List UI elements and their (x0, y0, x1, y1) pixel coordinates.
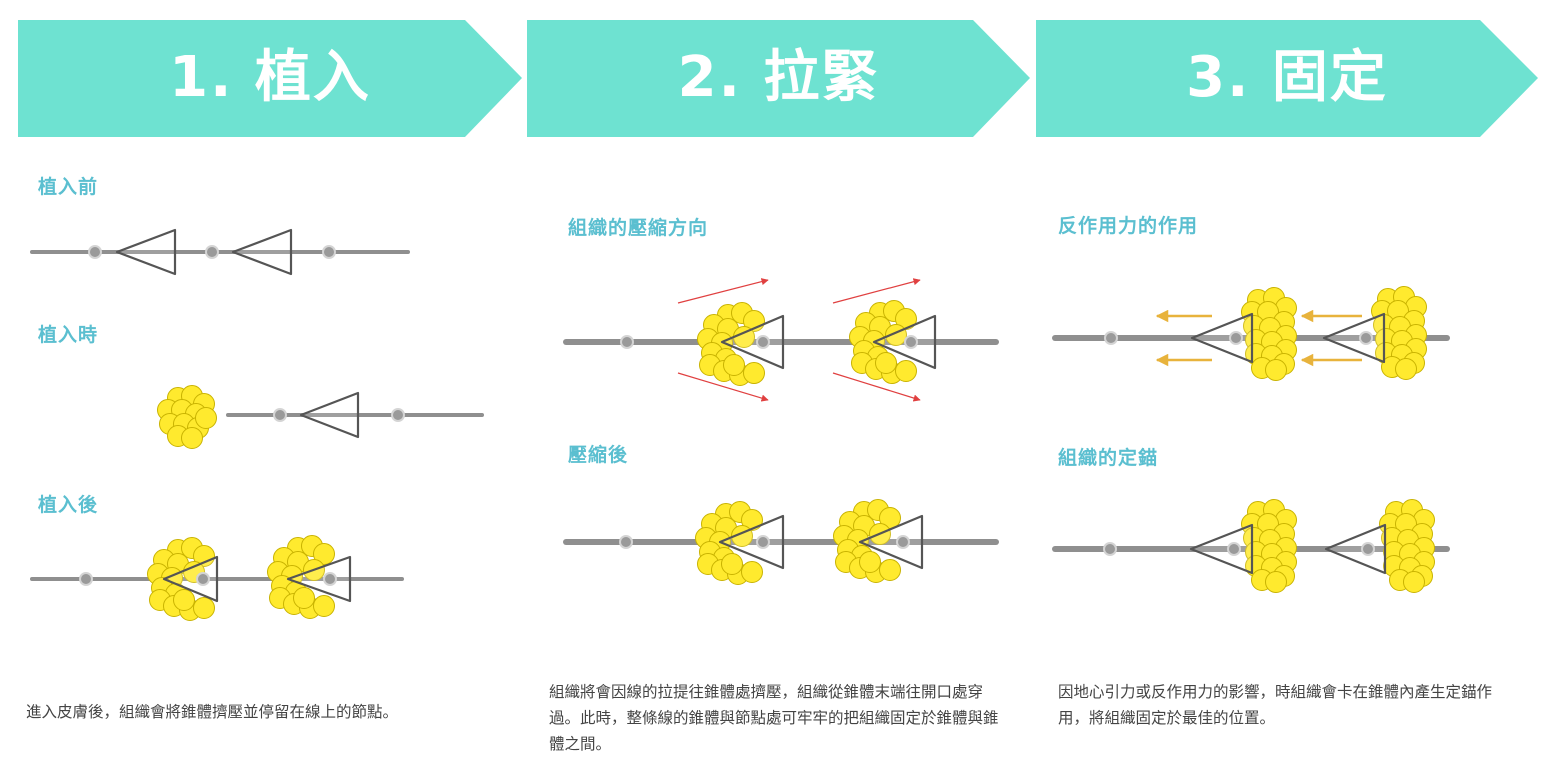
cone (162, 555, 219, 603)
label-after-implant: 植入後 (38, 494, 99, 516)
tissue-cell (313, 543, 335, 565)
thread-node (88, 245, 102, 259)
step-3-description: 因地心引力或反作用力的影響，時組織會卡在錐體內產生定錨作用，將組織固定於最佳的位… (1058, 683, 1493, 727)
step-1-description: 進入皮膚後，組織會將錐體擠壓並停留在線上的節點。 (26, 703, 399, 721)
cone (299, 391, 360, 439)
thread-node (1104, 331, 1118, 345)
tissue-cell (1265, 359, 1287, 381)
step-1-title: 1. 植入 (169, 45, 371, 110)
tissue-cell (743, 362, 765, 384)
thread-node (1361, 542, 1375, 556)
cone (1190, 312, 1254, 364)
cone (1324, 523, 1387, 575)
thread-node (756, 335, 770, 349)
thread-node (620, 335, 634, 349)
cone (286, 555, 352, 603)
thread-node (1229, 331, 1243, 345)
thread-node (79, 572, 93, 586)
tissue-cell (895, 360, 917, 382)
tissue-cell (173, 589, 195, 611)
tissue-cell (1403, 571, 1425, 593)
force-arrow (832, 278, 921, 304)
thread-node (904, 335, 918, 349)
thread-node (1103, 542, 1117, 556)
step-1-banner (18, 20, 522, 137)
tissue-cell (721, 553, 743, 575)
thread-node (391, 408, 405, 422)
thread-node (896, 535, 910, 549)
thread-node (205, 245, 219, 259)
force-arrow (677, 278, 769, 304)
thread-node (756, 535, 770, 549)
thread-node (322, 245, 336, 259)
label-after-compression: 壓縮後 (568, 444, 629, 466)
step-2-description: 組織將會因線的拉提往錐體處擠壓，組織從錐體末端往開口處穿過。此時，整條線的錐體與… (549, 683, 999, 753)
thread-node (196, 572, 210, 586)
tissue-cell (313, 595, 335, 617)
tissue-cell (1265, 571, 1287, 593)
tissue-cell (1395, 358, 1417, 380)
force-arrow (677, 372, 769, 402)
cone (231, 228, 293, 276)
tissue-cell (741, 509, 763, 531)
tissue-cell (193, 597, 215, 619)
cone (858, 514, 924, 570)
tissue-cell (723, 354, 745, 376)
thread-node (1359, 331, 1373, 345)
tissue-cell (181, 427, 203, 449)
cone (1322, 312, 1386, 364)
label-before-implant: 植入前 (38, 176, 99, 198)
step-2-banner (527, 20, 1030, 137)
force-arrow (832, 372, 921, 402)
tissue-cell (293, 587, 315, 609)
tissue-cell (875, 352, 897, 374)
step-3-banner (1036, 20, 1538, 137)
tissue-cell (741, 561, 763, 583)
label-reaction-force: 反作用力的作用 (1058, 215, 1199, 237)
thread-node (273, 408, 287, 422)
thread-node (323, 572, 337, 586)
cone (720, 314, 785, 370)
tissue-cell (195, 407, 217, 429)
tissue-cell (859, 551, 881, 573)
step-2-title: 2. 拉緊 (677, 45, 880, 110)
cone (1189, 523, 1254, 575)
step-3-title: 3. 固定 (1186, 45, 1388, 110)
label-tissue-anchoring: 組織的定錨 (1058, 447, 1159, 469)
label-compression-direction: 組織的壓縮方向 (568, 217, 709, 239)
cone (115, 228, 177, 276)
thread-node (619, 535, 633, 549)
cone (718, 514, 785, 570)
thread-node (1227, 542, 1241, 556)
label-during-implant: 植入時 (38, 324, 99, 346)
tissue-cell (879, 559, 901, 581)
